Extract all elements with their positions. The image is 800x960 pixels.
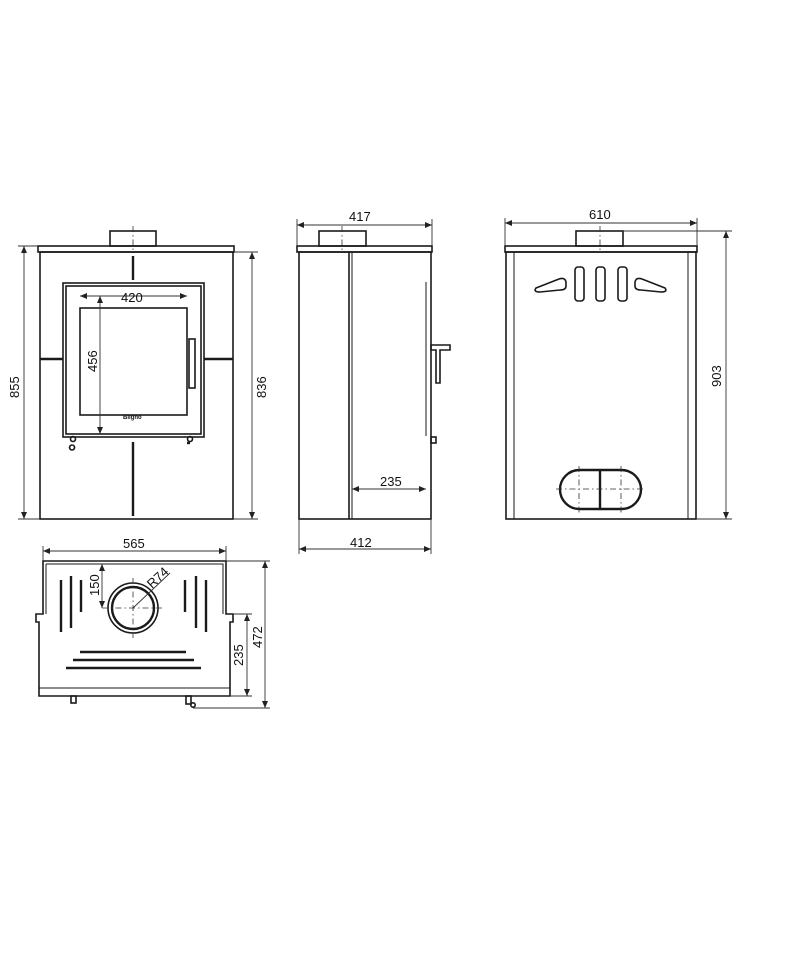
side-top-plate (296, 245, 433, 253)
side-view: 417 235 412 (296, 209, 451, 554)
back-vent-right (634, 277, 667, 293)
dim-top-depth-label: 472 (250, 626, 265, 648)
back-view: 610 903 (504, 207, 732, 520)
front-glass (79, 307, 188, 416)
dim-back-width-label: 610 (589, 207, 611, 222)
front-door-handle (188, 338, 196, 389)
dim-back-height-label: 903 (709, 365, 724, 387)
front-brand-label: Bilgho (123, 415, 142, 421)
back-body (505, 251, 697, 520)
top-foot-left (70, 695, 77, 704)
front-hinge-left (69, 435, 77, 443)
top-view: R74 150 565 235 472 (35, 536, 270, 709)
dim-side-top-label: 417 (349, 209, 371, 224)
dim-top-width-label: 565 (123, 536, 145, 551)
dim-top-flue-offset-label: 150 (87, 574, 102, 596)
top-knob-right (190, 701, 197, 708)
dim-side-flue-label: 235 (380, 474, 402, 489)
side-ash-knob (430, 436, 437, 444)
top-inner-outline (45, 563, 224, 614)
top-foot-right (185, 695, 192, 705)
side-flue-collar (318, 230, 367, 247)
dim-front-height-label: 855 (7, 376, 22, 398)
back-flue-collar (575, 230, 624, 247)
front-foot-left (68, 444, 76, 451)
back-vent-left (534, 277, 567, 293)
back-vent-slot-3 (617, 266, 628, 302)
dim-side-bottom-label: 412 (350, 535, 372, 550)
back-top-plate (504, 245, 698, 253)
side-body (298, 251, 432, 520)
front-body (39, 251, 234, 520)
back-vent-slot-2 (595, 266, 606, 302)
front-view: Bilgho 420 456 855 836 (7, 226, 269, 520)
dim-glass-height-label: 456 (85, 350, 100, 372)
dim-top-radius-line (132, 572, 171, 609)
back-vent-slot-1 (574, 266, 585, 302)
front-hinge-right (186, 435, 194, 443)
side-door-handle (430, 344, 451, 384)
front-door-inner (65, 285, 202, 435)
front-top-plate (37, 245, 235, 253)
dim-front-body-label: 836 (254, 376, 269, 398)
dim-glass-width-label: 420 (121, 290, 143, 305)
dim-top-rear-label: 235 (231, 644, 246, 666)
